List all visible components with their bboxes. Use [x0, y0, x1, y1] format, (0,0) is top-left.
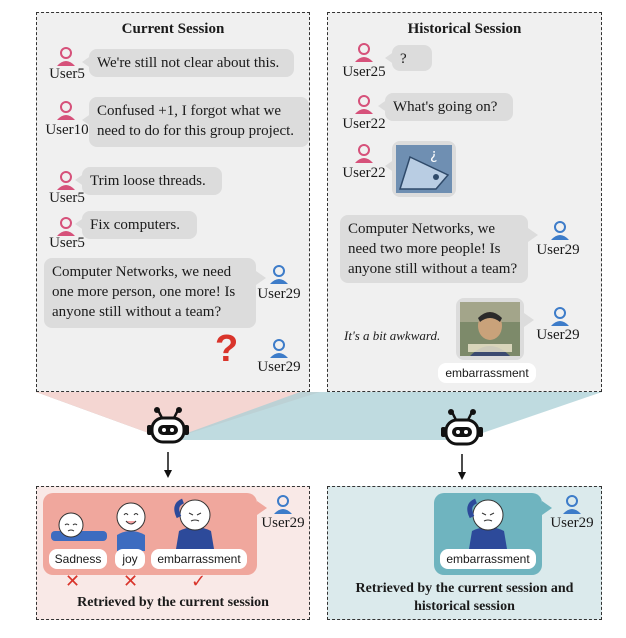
arrow-down-icon — [164, 452, 172, 478]
emotion-label: embarrassment — [440, 549, 536, 569]
user-icon — [57, 171, 75, 190]
historical-session-panel: Historical Session User25 ? User22 What'… — [327, 12, 602, 392]
arrow-down-icon — [458, 454, 466, 480]
fish-sticker-image: ¿ — [396, 145, 452, 193]
user-icon — [57, 101, 75, 120]
sadness-sticker — [51, 512, 107, 541]
question-mark: ? — [215, 328, 239, 370]
message-bubble: Confused +1, I forgot what we need to do… — [89, 97, 309, 147]
message-bubble: What's going on? — [385, 93, 513, 121]
username: User25 — [342, 64, 386, 80]
check-mark-icon: ✓ — [191, 571, 207, 592]
person-sticker-image — [460, 302, 520, 356]
result-current-panel: Sadness joy embarrassment ✕ ✕ ✓ User29 R… — [36, 486, 310, 620]
current-session-panel: Current Session User5 We're still not cl… — [36, 12, 310, 392]
embarrassment-sticker — [174, 498, 215, 555]
user-icon — [270, 339, 288, 358]
username: User5 — [49, 235, 85, 251]
historical-session-title: Historical Session — [407, 21, 522, 37]
robot-icon — [441, 409, 483, 446]
message-bubble: We're still not clear about this. — [89, 49, 294, 77]
username: User10 — [45, 122, 89, 138]
user-icon — [563, 495, 581, 514]
sticker-caption: It's a bit awkward. — [344, 328, 441, 343]
emotion-label: joy — [115, 549, 145, 569]
message-bubble: ? — [392, 45, 432, 71]
username: User22 — [342, 165, 386, 181]
emotion-label: Sadness — [49, 549, 107, 569]
user-icon — [270, 265, 288, 284]
message-bubble: Trim loose threads. — [82, 167, 222, 195]
username: User29 — [536, 327, 580, 343]
message-bubble: Fix computers. — [82, 211, 197, 239]
username: User29 — [261, 515, 305, 531]
username: User22 — [342, 116, 386, 132]
current-session-title: Current Session — [121, 21, 225, 37]
embarrassment-sticker — [467, 498, 508, 555]
user-icon — [274, 495, 292, 514]
user-icon — [57, 47, 75, 66]
user-icon — [551, 307, 569, 326]
sticker-bubble — [456, 298, 524, 360]
user-icon — [355, 95, 373, 114]
result-historical-panel: embarrassment User29 Retrieved by the cu… — [327, 486, 602, 620]
sticker-bubble: ¿ — [392, 141, 456, 197]
joy-sticker — [116, 502, 146, 551]
username: User5 — [49, 66, 85, 82]
user-icon — [355, 43, 373, 62]
emotion-label: embarrassment — [151, 549, 247, 569]
username: User29 — [257, 286, 301, 302]
username: User29 — [550, 515, 594, 531]
cross-mark-icon: ✕ — [123, 571, 139, 592]
svg-text:¿: ¿ — [430, 147, 437, 163]
message-bubble: Computer Networks, we need two more peop… — [340, 215, 528, 283]
result-historical-caption-line2: historical session — [414, 599, 515, 614]
emotion-label: embarrassment — [438, 363, 536, 383]
result-current-caption: Retrieved by the current session — [77, 595, 269, 610]
message-bubble: Computer Networks, we need one more pers… — [44, 258, 256, 328]
user-icon — [57, 217, 75, 236]
user-icon — [551, 221, 569, 240]
user-icon — [355, 144, 373, 163]
result-historical-caption-line1: Retrieved by the current session and — [355, 581, 574, 596]
robot-icon — [147, 407, 189, 444]
cross-mark-icon: ✕ — [65, 571, 81, 592]
username: User5 — [49, 190, 85, 206]
username: User29 — [257, 359, 301, 375]
username: User29 — [536, 242, 580, 258]
